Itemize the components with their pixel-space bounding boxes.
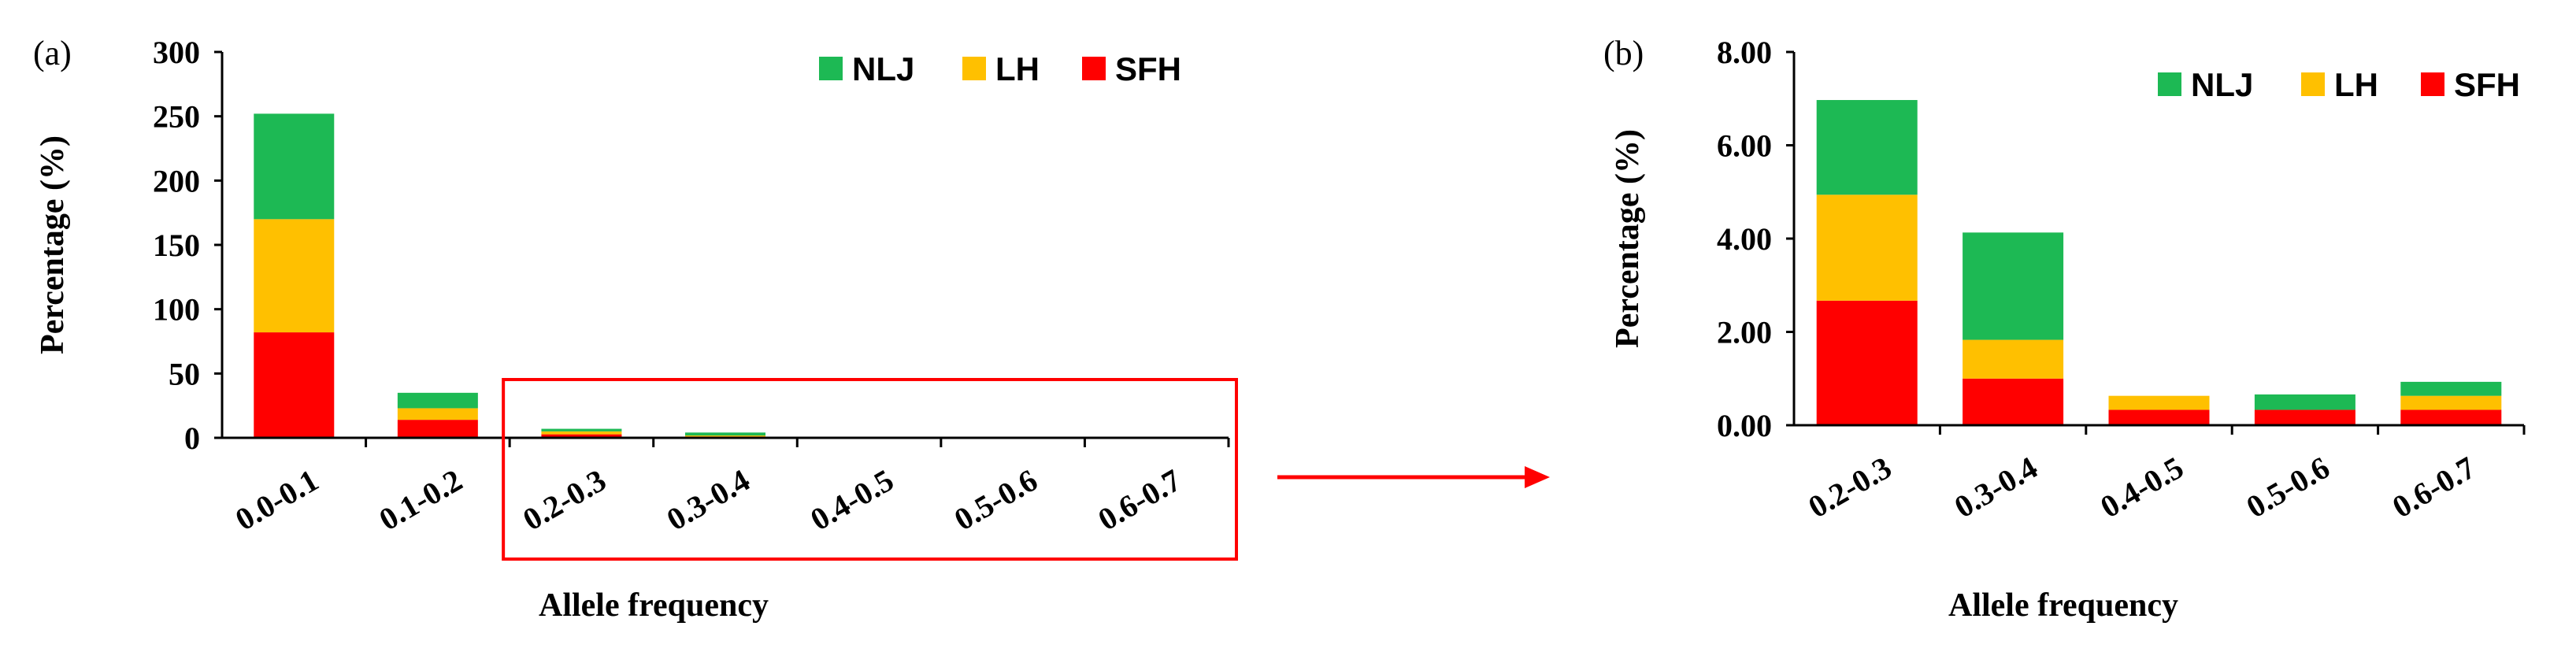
bar-segment-lh [1816, 194, 1918, 301]
legend-label-lh: LH [2334, 66, 2378, 103]
bar-segment-lh [541, 431, 622, 435]
highlight-box [502, 378, 1238, 561]
x-tick-label: 0.2-0.3 [1803, 450, 1898, 525]
x-tick-label: 0.3-0.4 [661, 462, 756, 538]
bar-segment-nlj [2254, 394, 2355, 410]
zoom-callout [502, 378, 1550, 561]
x-tick-label: 0.3-0.4 [1948, 450, 2044, 525]
bar-segment-sfh [1963, 378, 2064, 425]
bar-segment-sfh [541, 434, 622, 438]
x-axis-label: Allele frequency [1948, 587, 2178, 624]
y-axis-label: Percentage (%) [1610, 129, 1646, 348]
legend-label-sfh: SFH [2454, 66, 2520, 103]
bar-segment-lh [1963, 339, 2064, 379]
legend-label-sfh: SFH [1115, 50, 1181, 87]
y-tick-label: 2.00 [1717, 315, 1772, 350]
x-tick-label: 0.4-0.5 [804, 462, 899, 538]
panel-b-chart: (b) Percentage (%) 0.00 2.00 4.00 6.00 8.00 0.2… [1603, 34, 2526, 624]
y-tick-label: 150 [153, 228, 200, 263]
y-axis-label: Percentage (%) [35, 135, 71, 354]
panel-label: (b) [1603, 34, 1644, 72]
legend-swatch-sfh [2421, 72, 2444, 96]
panel-label: (a) [33, 34, 72, 72]
bar-segment-sfh [254, 332, 335, 438]
x-tick-label: 0.0-0.1 [229, 462, 324, 538]
x-tick-label: 0.2-0.3 [517, 462, 612, 538]
bar-segment-nlj [397, 392, 478, 409]
y-tick-label: 8.00 [1717, 35, 1772, 70]
y-tick-label: 100 [153, 292, 200, 328]
y-tick-label: 0 [184, 420, 200, 456]
bar-segment-nlj [2400, 381, 2502, 396]
bar-segment-lh [397, 408, 478, 420]
legend-swatch-sfh [1082, 57, 1106, 80]
y-tick-label: 6.00 [1717, 128, 1772, 164]
legend-label-nlj: NLJ [852, 50, 914, 87]
bar-segment-lh [685, 435, 765, 437]
bar-segment-nlj [685, 432, 765, 436]
legend-swatch-nlj [819, 57, 843, 80]
bar-segment-lh [2400, 395, 2502, 410]
legend-label-lh: LH [995, 50, 1040, 87]
y-tick-label: 0.00 [1717, 408, 1772, 443]
bar-segment-sfh [397, 420, 478, 438]
bar-segment-sfh [2400, 409, 2502, 425]
x-tick-label: 0.1-0.2 [373, 462, 469, 538]
legend-label-nlj: NLJ [2191, 66, 2253, 103]
bar-segment-lh [2108, 395, 2210, 410]
x-axis-label: Allele frequency [539, 587, 769, 624]
bar-segment-sfh [1816, 300, 1918, 425]
panel-a-chart: (a) Percentage (%) 0 50 100 150 200 250 300 0.0-0… [33, 34, 1230, 624]
bar-segment-nlj [1963, 232, 2064, 340]
arrow-head [1525, 466, 1550, 488]
legend-swatch-nlj [2158, 72, 2181, 96]
y-tick-label: 50 [169, 356, 200, 391]
legend-swatch-lh [962, 57, 986, 80]
y-tick-label: 300 [153, 35, 200, 70]
bar-segment-lh [254, 219, 335, 333]
bar-segment-sfh [2108, 409, 2210, 425]
legend-swatch-lh [2301, 72, 2325, 96]
x-tick-label: 0.6-0.7 [2386, 450, 2481, 525]
bar-segment-nlj [254, 113, 335, 220]
x-tick-label: 0.6-0.7 [1092, 462, 1188, 538]
y-tick-label: 250 [153, 99, 200, 135]
x-tick-label: 0.5-0.6 [2241, 450, 2336, 525]
y-tick-label: 4.00 [1717, 221, 1772, 257]
y-tick-label: 200 [153, 163, 200, 198]
bar-segment-nlj [1816, 100, 1918, 195]
x-tick-label: 0.5-0.6 [948, 462, 1043, 538]
bar-segment-sfh [2254, 409, 2355, 425]
x-tick-label: 0.4-0.5 [2094, 450, 2189, 525]
bar-segment-nlj [541, 428, 622, 432]
